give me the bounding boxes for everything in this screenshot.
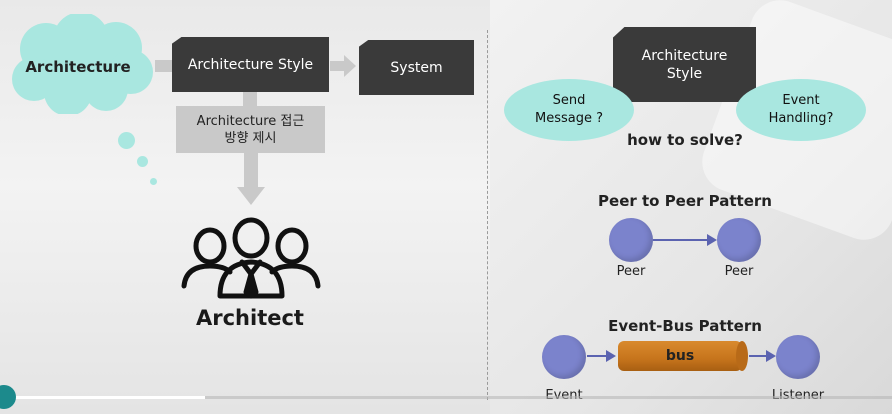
- arrow-style-to-system: [330, 55, 356, 77]
- bus-cap: [736, 341, 748, 371]
- peer-left-label: Peer: [616, 264, 646, 279]
- right-architecture-style-box: Architecture Style: [613, 27, 756, 102]
- architect-group-icon: [181, 217, 321, 299]
- peer-node-right: [717, 218, 761, 262]
- arrow-approach-to-architect: [237, 153, 265, 205]
- video-progress-handle[interactable]: [0, 385, 16, 409]
- video-progress-fill: [0, 396, 206, 399]
- approach-direction-box: Architecture 접근 방향 제시: [176, 106, 325, 153]
- system-box: System: [359, 40, 474, 95]
- bus-to-listener-arrow: [749, 350, 776, 362]
- approach-line: Architecture 접근 방향 제시: [196, 113, 305, 146]
- event-handling-text: Event Handling?: [768, 93, 834, 126]
- architecture-cloud-label: Architecture: [25, 58, 131, 76]
- listener-node: [776, 335, 820, 379]
- listener-label: Listener: [758, 388, 838, 403]
- send-message-text: Send Message ?: [534, 93, 603, 126]
- event-label: Event: [524, 388, 604, 403]
- send-message-bubble: Send Message ?: [504, 79, 634, 141]
- thought-dot: [150, 178, 157, 185]
- peer-arrow: [653, 234, 717, 246]
- thought-cloud: [12, 14, 153, 114]
- arrow-cloud-to-style: [155, 60, 175, 72]
- peer-right-label: Peer: [724, 264, 754, 279]
- architecture-style-box: Architecture Style: [172, 37, 329, 92]
- thought-dot: [118, 132, 135, 149]
- event-handling-bubble: Event Handling?: [736, 79, 866, 141]
- peer-node-left: [609, 218, 653, 262]
- right-style-text: Architecture Style: [641, 47, 728, 82]
- architect-label: Architect: [196, 306, 304, 330]
- event-bus-title: Event-Bus Pattern: [608, 317, 762, 335]
- thought-dot: [137, 156, 148, 167]
- bus-cylinder: bus: [618, 341, 742, 371]
- how-to-solve-text: how to solve?: [627, 131, 743, 149]
- section-divider: [487, 30, 488, 400]
- connector-style-to-approach: [243, 92, 257, 106]
- peer-to-peer-title: Peer to Peer Pattern: [598, 192, 772, 210]
- video-progress-track[interactable]: [0, 396, 892, 399]
- event-to-bus-arrow: [587, 350, 616, 362]
- event-node: [542, 335, 586, 379]
